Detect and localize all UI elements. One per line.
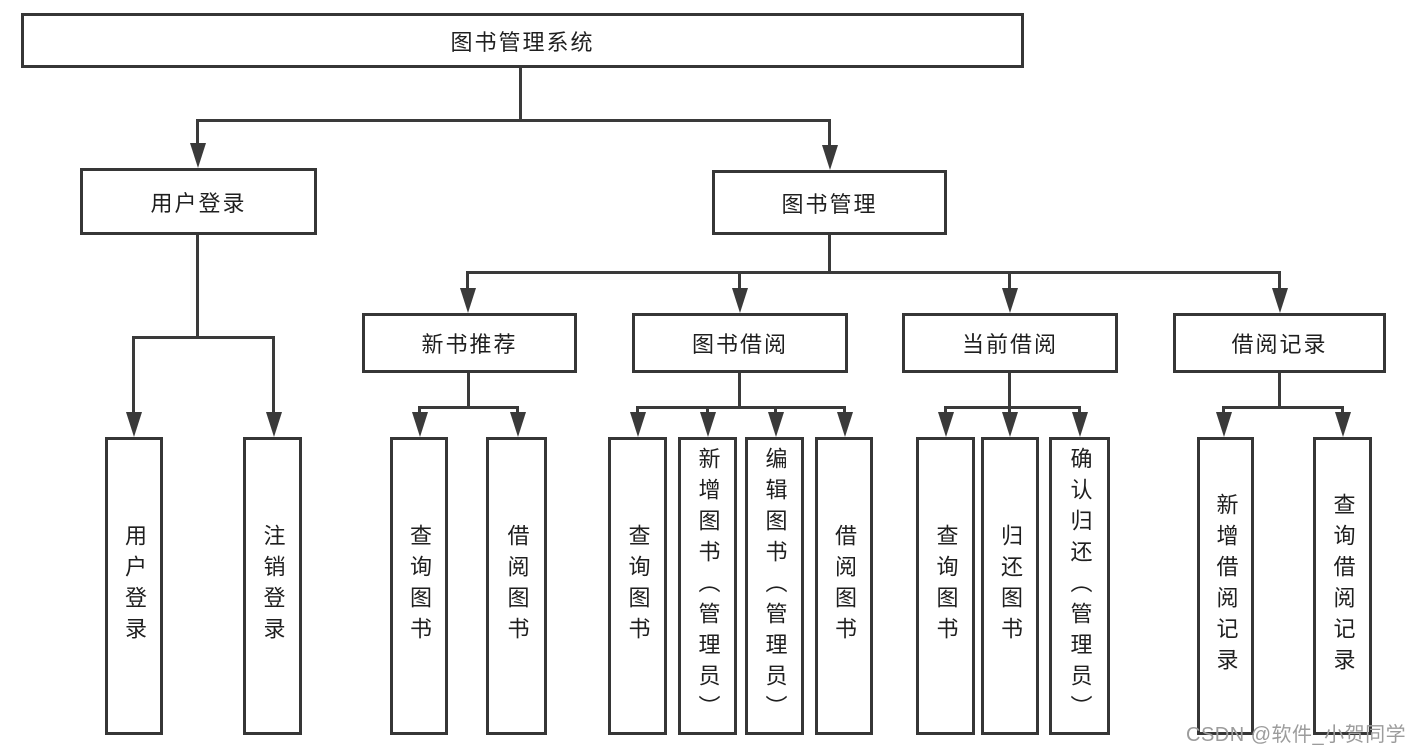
connector-drop bbox=[466, 271, 469, 291]
node-new-book-recommend-label: 新书推荐 bbox=[421, 332, 518, 357]
leaf-logout: 注销登录 bbox=[243, 437, 302, 735]
arrowhead-down-icon bbox=[460, 288, 476, 313]
connector-drop bbox=[1008, 271, 1011, 291]
connector-root-stem bbox=[519, 68, 522, 121]
arrowhead-down-icon bbox=[1002, 288, 1018, 313]
arrowhead-down-icon bbox=[822, 145, 838, 170]
connector-userlogin-rail bbox=[132, 336, 275, 339]
leaf-borrow-borrow-book-label: 借阅图书 bbox=[832, 524, 857, 648]
leaf-add-borrow-record-label: 新增借阅记录 bbox=[1213, 493, 1239, 679]
node-book-management-label: 图书管理 bbox=[781, 191, 878, 217]
arrowhead-down-icon bbox=[190, 143, 206, 168]
connector-drop bbox=[196, 119, 199, 147]
connector-currentborrow-rail bbox=[944, 406, 1081, 409]
node-borrow-record-label: 借阅记录 bbox=[1231, 332, 1328, 357]
arrowhead-down-icon bbox=[510, 412, 526, 437]
node-book-borrow-label: 图书借阅 bbox=[691, 332, 788, 357]
leaf-borrow-borrow-book: 借阅图书 bbox=[815, 437, 873, 735]
connector-userlogin-stem bbox=[196, 235, 199, 339]
node-book-management: 图书管理 bbox=[712, 170, 947, 235]
leaf-add-book-admin: 新增图书（管理员） bbox=[678, 437, 737, 735]
arrowhead-down-icon bbox=[412, 412, 428, 437]
leaf-user-login: 用户登录 bbox=[105, 437, 163, 735]
connector-drop bbox=[1008, 406, 1011, 416]
connector-currentborrow-stem bbox=[1008, 373, 1011, 409]
connector-bookmgmt-rail bbox=[466, 271, 1281, 274]
node-borrow-record: 借阅记录 bbox=[1173, 313, 1386, 373]
leaf-edit-book-admin: 编辑图书（管理员） bbox=[745, 437, 804, 735]
leaf-return-book: 归还图书 bbox=[981, 437, 1039, 735]
connector-drop bbox=[272, 336, 275, 416]
connector-drop bbox=[774, 406, 777, 416]
node-root-label: 图书管理系统 bbox=[450, 29, 595, 55]
arrowhead-down-icon bbox=[1216, 412, 1232, 437]
connector-newbook-rail bbox=[418, 406, 519, 409]
leaf-logout-label: 注销登录 bbox=[260, 524, 286, 648]
leaf-add-borrow-record: 新增借阅记录 bbox=[1197, 437, 1254, 735]
connector-drop bbox=[132, 336, 135, 416]
leaf-confirm-return-admin-label: 确认归还（管理员） bbox=[1067, 446, 1093, 726]
arrowhead-down-icon bbox=[630, 412, 646, 437]
node-current-borrow: 当前借阅 bbox=[902, 313, 1118, 373]
leaf-newbook-borrow-book-label: 借阅图书 bbox=[504, 524, 530, 648]
node-book-borrow: 图书借阅 bbox=[632, 313, 848, 373]
connector-drop bbox=[1278, 271, 1281, 291]
node-current-borrow-label: 当前借阅 bbox=[961, 332, 1058, 357]
connector-drop bbox=[636, 406, 639, 416]
leaf-current-query-book-label: 查询图书 bbox=[933, 524, 959, 648]
arrowhead-down-icon bbox=[837, 412, 853, 437]
connector-bookborrow-stem bbox=[738, 373, 741, 409]
connector-bookmgmt-stem bbox=[828, 235, 831, 274]
leaf-edit-book-admin-label: 编辑图书（管理员） bbox=[762, 446, 788, 726]
arrowhead-down-icon bbox=[1335, 412, 1351, 437]
arrowhead-down-icon bbox=[938, 412, 954, 437]
leaf-return-book-label: 归还图书 bbox=[998, 524, 1023, 648]
connector-borrowrecord-stem bbox=[1278, 373, 1281, 409]
connector-drop bbox=[1222, 406, 1225, 416]
arrowhead-down-icon bbox=[126, 412, 142, 437]
connector-drop bbox=[418, 406, 421, 416]
leaf-newbook-query-book-label: 查询图书 bbox=[407, 524, 432, 648]
arrowhead-down-icon bbox=[1272, 288, 1288, 313]
connector-newbook-stem bbox=[467, 373, 470, 409]
connector-drop bbox=[828, 119, 831, 149]
csdn-watermark: CSDN @软件_小贺同学 bbox=[1186, 724, 1405, 746]
node-user-login: 用户登录 bbox=[80, 168, 317, 235]
connector-drop bbox=[843, 406, 846, 416]
connector-borrowrecord-rail bbox=[1222, 406, 1344, 409]
connector-drop bbox=[706, 406, 709, 416]
connector-root-rail bbox=[196, 119, 831, 122]
connector-drop bbox=[738, 271, 741, 291]
arrowhead-down-icon bbox=[700, 412, 716, 437]
arrowhead-down-icon bbox=[266, 412, 282, 437]
node-root-system: 图书管理系统 bbox=[21, 13, 1024, 68]
connector-drop bbox=[516, 406, 519, 416]
node-user-login-label: 用户登录 bbox=[150, 190, 247, 216]
leaf-borrow-query-book: 查询图书 bbox=[608, 437, 667, 735]
node-new-book-recommend: 新书推荐 bbox=[362, 313, 577, 373]
connector-drop bbox=[1078, 406, 1081, 416]
connector-bookborrow-rail bbox=[636, 406, 846, 409]
connector-drop bbox=[944, 406, 947, 416]
leaf-confirm-return-admin: 确认归还（管理员） bbox=[1049, 437, 1110, 735]
arrowhead-down-icon bbox=[1002, 412, 1018, 437]
leaf-borrow-query-book-label: 查询图书 bbox=[625, 524, 651, 648]
arrowhead-down-icon bbox=[768, 412, 784, 437]
leaf-newbook-borrow-book: 借阅图书 bbox=[486, 437, 547, 735]
leaf-add-book-admin-label: 新增图书（管理员） bbox=[695, 446, 721, 726]
leaf-query-borrow-record-label: 查询借阅记录 bbox=[1330, 493, 1356, 679]
connector-drop bbox=[1341, 406, 1344, 416]
leaf-query-borrow-record: 查询借阅记录 bbox=[1313, 437, 1372, 735]
arrowhead-down-icon bbox=[732, 288, 748, 313]
arrowhead-down-icon bbox=[1072, 412, 1088, 437]
leaf-current-query-book: 查询图书 bbox=[916, 437, 975, 735]
leaf-newbook-query-book: 查询图书 bbox=[390, 437, 448, 735]
leaf-user-login-label: 用户登录 bbox=[122, 524, 147, 648]
